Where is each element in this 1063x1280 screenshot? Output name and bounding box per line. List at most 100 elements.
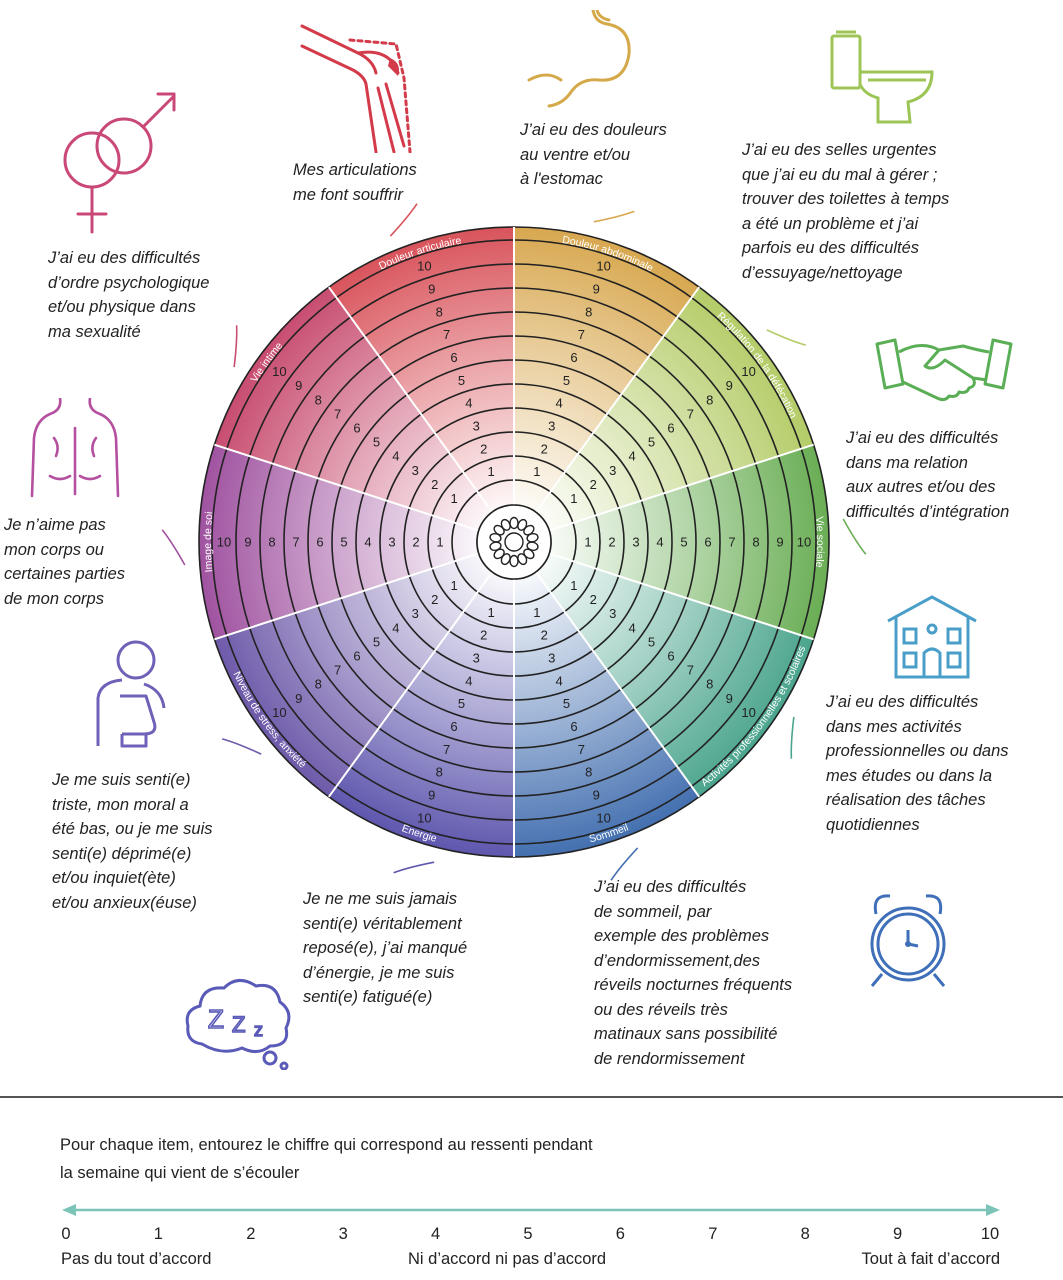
wheel-score-number[interactable]: 4 — [628, 620, 635, 635]
wheel-score-number[interactable]: 9 — [726, 378, 733, 393]
wheel-score-number[interactable]: 10 — [272, 705, 286, 720]
wheel-score-number[interactable]: 9 — [295, 691, 302, 706]
wheel-score-number[interactable]: 4 — [628, 449, 635, 464]
wheel-score-number[interactable]: 8 — [436, 765, 443, 780]
wheel-score-number[interactable]: 1 — [488, 605, 495, 620]
wheel-score-number[interactable]: 4 — [656, 535, 663, 550]
wheel-score-number[interactable]: 5 — [680, 535, 687, 550]
wheel-score-number[interactable]: 10 — [217, 535, 231, 550]
wheel-score-number[interactable]: 7 — [292, 535, 299, 550]
wheel-score-number[interactable]: 10 — [741, 705, 755, 720]
wheel-score-number[interactable]: 2 — [590, 477, 597, 492]
wheel-score-number[interactable]: 9 — [726, 691, 733, 706]
wheel-score-number[interactable]: 1 — [436, 535, 443, 550]
wheel-score-number[interactable]: 8 — [585, 765, 592, 780]
wheel-score-number[interactable]: 5 — [648, 435, 655, 450]
wheel-score-number[interactable]: 4 — [364, 535, 371, 550]
wheel-score-number[interactable]: 5 — [373, 634, 380, 649]
wheel-score-number[interactable]: 6 — [316, 535, 323, 550]
wheel-score-number[interactable]: 4 — [465, 396, 472, 411]
wheel-score-number[interactable]: 5 — [458, 696, 465, 711]
wheel-score-number[interactable]: 2 — [412, 535, 419, 550]
wheel-score-number[interactable]: 3 — [548, 418, 555, 433]
wheel-score-number[interactable]: 1 — [533, 605, 540, 620]
wheel-score-number[interactable]: 1 — [488, 464, 495, 479]
wheel-score-number[interactable]: 6 — [704, 535, 711, 550]
wheel-score-number[interactable]: 10 — [741, 364, 755, 379]
wheel-score-number[interactable]: 5 — [563, 373, 570, 388]
wheel-score-number[interactable]: 5 — [373, 435, 380, 450]
wheel-score-number[interactable]: 1 — [451, 491, 458, 506]
wheel-zero[interactable] — [500, 518, 512, 531]
wheel-score-number[interactable]: 2 — [431, 477, 438, 492]
wheel-score-number[interactable]: 2 — [431, 592, 438, 607]
wheel-score-number[interactable]: 4 — [392, 620, 399, 635]
wheel-score-number[interactable]: 6 — [570, 350, 577, 365]
wheel-score-number[interactable]: 6 — [353, 649, 360, 664]
wheel-score-number[interactable]: 4 — [392, 449, 399, 464]
wheel-score-number[interactable]: 8 — [752, 535, 759, 550]
wheel-score-number[interactable]: 5 — [340, 535, 347, 550]
wheel-score-number[interactable]: 6 — [450, 719, 457, 734]
wheel-score-number[interactable]: 3 — [609, 606, 616, 621]
wheel-score-number[interactable]: 7 — [728, 535, 735, 550]
wheel-score-number[interactable]: 1 — [533, 464, 540, 479]
wheel-score-number[interactable]: 7 — [443, 327, 450, 342]
wheel-score-number[interactable]: 3 — [412, 606, 419, 621]
wheel-score-number[interactable]: 10 — [596, 259, 610, 274]
wheel-score-number[interactable]: 7 — [334, 406, 341, 421]
wheel-score-number[interactable]: 3 — [609, 463, 616, 478]
wheel-score-number[interactable]: 2 — [480, 628, 487, 643]
wheel-score-number[interactable]: 9 — [295, 378, 302, 393]
wheel-score-number[interactable]: 6 — [667, 649, 674, 664]
wheel-score-number[interactable]: 2 — [541, 441, 548, 456]
wheel-score-number[interactable]: 3 — [632, 535, 639, 550]
wheel-score-number[interactable]: 9 — [428, 282, 435, 297]
wheel-score-number[interactable]: 9 — [244, 535, 251, 550]
wheel-score-number[interactable]: 8 — [315, 392, 322, 407]
wheel-score-number[interactable]: 6 — [450, 350, 457, 365]
wheel-score-number[interactable]: 7 — [578, 327, 585, 342]
wheel-score-number[interactable]: 1 — [570, 578, 577, 593]
wheel-score-number[interactable]: 3 — [412, 463, 419, 478]
wheel-score-number[interactable]: 9 — [593, 282, 600, 297]
wheel-score-number[interactable]: 2 — [541, 628, 548, 643]
wheel-score-number[interactable]: 7 — [578, 742, 585, 757]
wheel-score-number[interactable]: 2 — [480, 441, 487, 456]
wheel-score-number[interactable]: 3 — [473, 418, 480, 433]
wheel-score-number[interactable]: 10 — [797, 535, 811, 550]
wheel-score-number[interactable]: 8 — [315, 677, 322, 692]
wheel-score-number[interactable]: 9 — [593, 787, 600, 802]
wheel-score-number[interactable]: 3 — [473, 651, 480, 666]
wheel-score-number[interactable]: 8 — [436, 304, 443, 319]
wheel-score-number[interactable]: 6 — [570, 719, 577, 734]
wheel-score-number[interactable]: 7 — [443, 742, 450, 757]
wheel-score-number[interactable]: 5 — [458, 373, 465, 388]
wheel-score-number[interactable]: 7 — [334, 663, 341, 678]
wheel-score-number[interactable]: 9 — [776, 535, 783, 550]
wheel-score-number[interactable]: 8 — [268, 535, 275, 550]
wheel-score-number[interactable]: 2 — [590, 592, 597, 607]
wheel-score-number[interactable]: 10 — [272, 364, 286, 379]
wheel-score-number[interactable]: 8 — [706, 677, 713, 692]
wheel-score-number[interactable]: 6 — [667, 420, 674, 435]
wheel-score-number[interactable]: 4 — [465, 673, 472, 688]
wheel-score-number[interactable]: 1 — [451, 578, 458, 593]
wheel-score-number[interactable]: 7 — [687, 406, 694, 421]
wheel-score-number[interactable]: 2 — [608, 535, 615, 550]
wheel-score-number[interactable]: 10 — [417, 810, 431, 825]
wheel-score-number[interactable]: 1 — [584, 535, 591, 550]
wheel-score-number[interactable]: 3 — [548, 651, 555, 666]
wheel-score-number[interactable]: 10 — [417, 259, 431, 274]
wheel-score-number[interactable]: 5 — [563, 696, 570, 711]
wheel-score-number[interactable]: 3 — [388, 535, 395, 550]
wheel-score-number[interactable]: 7 — [687, 663, 694, 678]
wheel-score-number[interactable]: 6 — [353, 420, 360, 435]
wheel-score-number[interactable]: 8 — [585, 304, 592, 319]
wheel-score-number[interactable]: 9 — [428, 787, 435, 802]
wheel-score-number[interactable]: 5 — [648, 634, 655, 649]
wheel-score-number[interactable]: 8 — [706, 392, 713, 407]
wheel-score-number[interactable]: 1 — [570, 491, 577, 506]
wheel-score-number[interactable]: 10 — [596, 810, 610, 825]
wheel-score-number[interactable]: 4 — [555, 673, 562, 688]
